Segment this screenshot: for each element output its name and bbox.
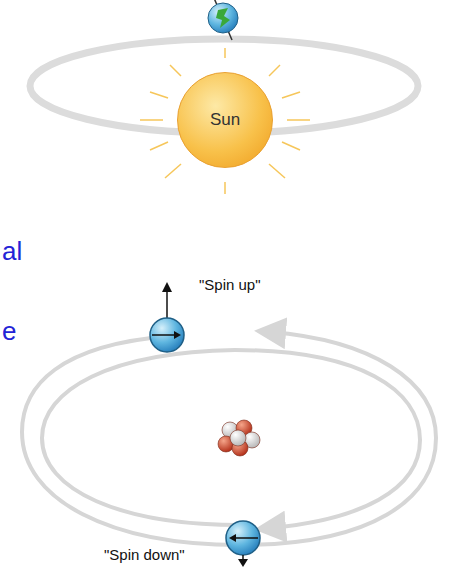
electron-spin-down <box>226 521 260 567</box>
slide-text-fragment: e <box>2 316 16 347</box>
sun-circle: Sun <box>177 72 273 168</box>
electron-spin-up <box>150 282 184 352</box>
spin-label: "Spin down" <box>104 546 185 563</box>
sun-label: Sun <box>210 110 240 130</box>
nucleus <box>218 420 260 456</box>
sun-rays <box>140 48 310 194</box>
electron-orbits <box>22 332 436 545</box>
earth <box>208 0 238 40</box>
spin-label: "Spin up" <box>199 276 261 293</box>
slide-text-fragment: al <box>2 236 22 267</box>
